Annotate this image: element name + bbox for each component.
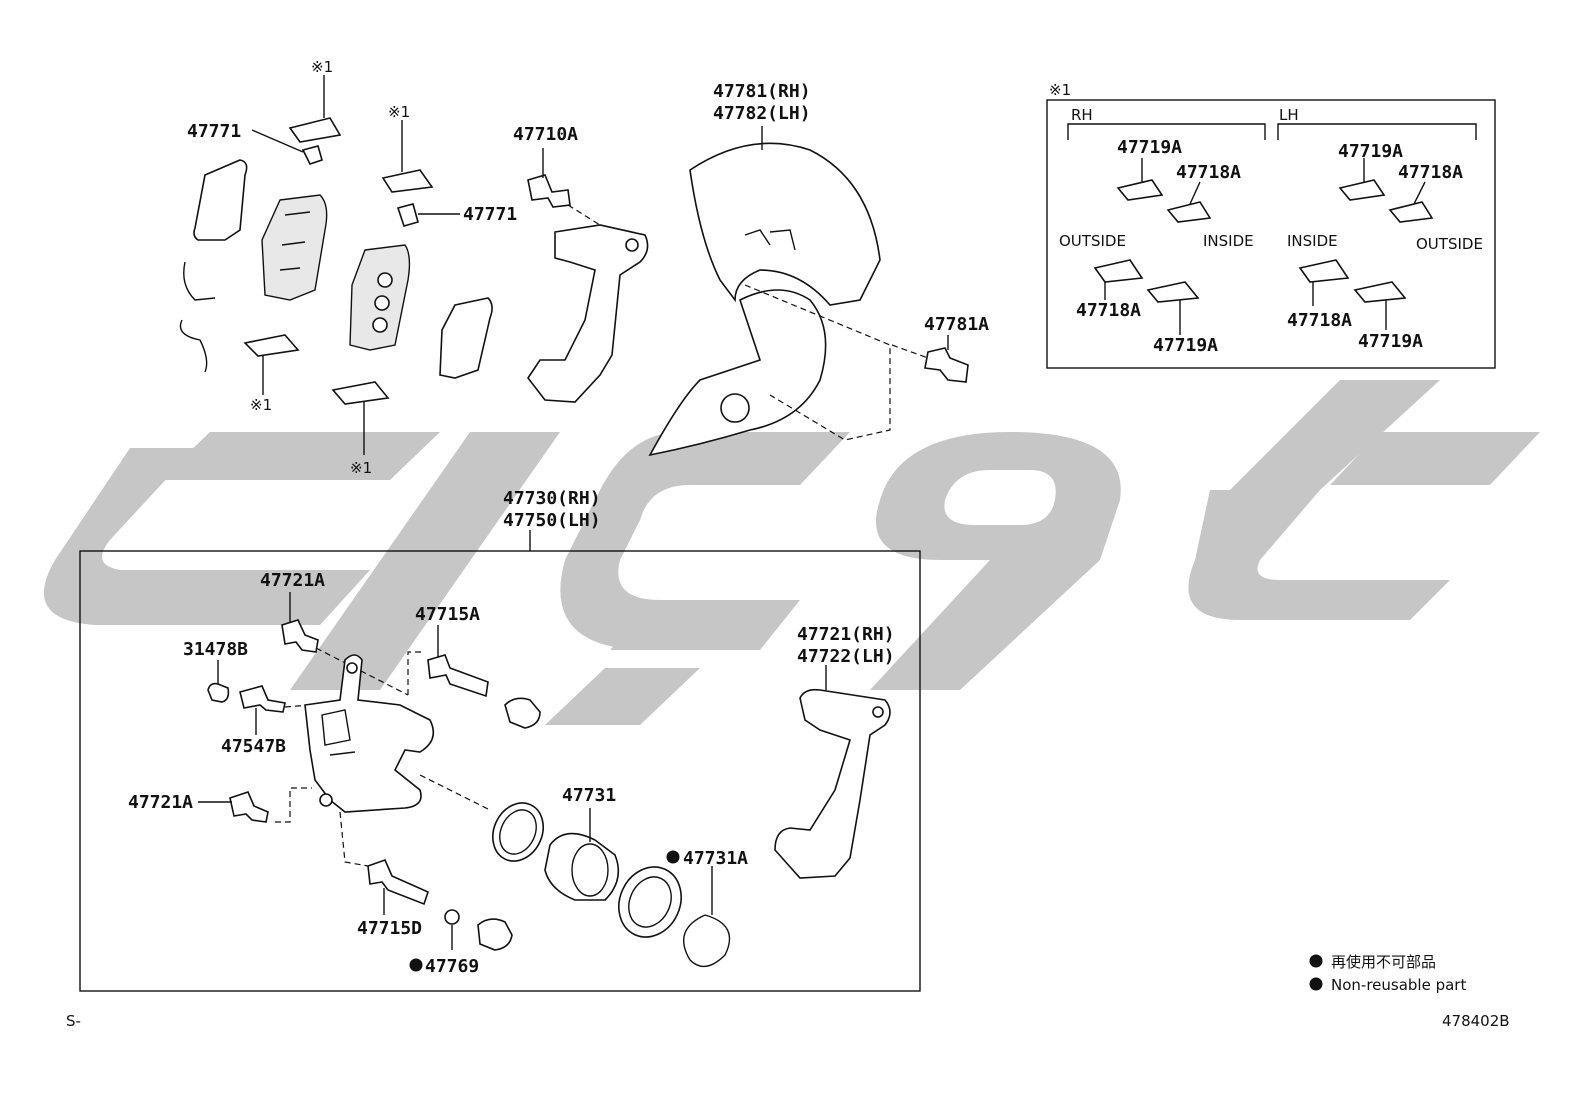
inset-lh-47718a-top: 47718A bbox=[1398, 162, 1463, 183]
legend: 再使用不可部品 Non-reusable part bbox=[1309, 953, 1466, 994]
non-reusable-dot-47769 bbox=[409, 958, 423, 972]
inset-rh-47719a-bot: 47719A bbox=[1153, 335, 1218, 356]
label-47771-a: 47771 bbox=[187, 121, 241, 142]
bolt-47721a-top bbox=[281, 619, 319, 653]
diagram-code: 478402B bbox=[1442, 1012, 1510, 1030]
label-31478b: 31478B bbox=[183, 639, 248, 660]
label-47547b: 47547B bbox=[221, 736, 286, 757]
anti-squeal-clip-4 bbox=[331, 381, 390, 405]
label-47721a-lower: 47721A bbox=[128, 792, 193, 813]
inset-rh-47718a-top: 47718A bbox=[1176, 162, 1241, 183]
inset-frame bbox=[1046, 99, 1496, 369]
label-47731a: 47731A bbox=[683, 848, 748, 869]
label-47721a-top: 47721A bbox=[260, 570, 325, 591]
label-47710a: 47710A bbox=[513, 124, 578, 145]
label-47782-lh: 47782(LH) bbox=[713, 103, 811, 124]
pin-boot-47715a bbox=[504, 697, 541, 729]
inset-rh-inside: INSIDE bbox=[1203, 232, 1254, 250]
pad-shim-inner bbox=[439, 297, 493, 379]
label-47722-lh: 47722(LH) bbox=[797, 646, 895, 667]
bleeder-plug-47547b bbox=[239, 685, 286, 713]
slide-pin-47715d bbox=[367, 858, 429, 906]
footer-left: S- bbox=[66, 1012, 81, 1030]
label-47750-lh: 47750(LH) bbox=[503, 510, 601, 531]
inset-lh: LH bbox=[1279, 106, 1299, 124]
label-47721-rh: 47721(RH) bbox=[797, 624, 895, 645]
label-47715a: 47715A bbox=[415, 604, 480, 625]
non-reusable-dot-47731a bbox=[666, 850, 680, 864]
ref-marker-2: ※1 bbox=[388, 103, 410, 121]
legend-dot-jp bbox=[1309, 954, 1323, 968]
brake-pad-outer bbox=[261, 194, 328, 301]
label-47781-rh: 47781(RH) bbox=[713, 81, 811, 102]
pad-shim-outer bbox=[193, 159, 248, 241]
label-47715d: 47715D bbox=[357, 918, 422, 939]
caliper-bracket-47721 bbox=[774, 688, 891, 879]
caliper-assembly-frame bbox=[79, 550, 921, 992]
bolt-47710a bbox=[527, 174, 571, 208]
wear-indicator-wire bbox=[179, 261, 216, 373]
disc-dust-cover-lower bbox=[648, 289, 827, 457]
ref-marker-4: ※1 bbox=[350, 459, 372, 477]
legend-dot-en bbox=[1309, 977, 1323, 991]
caliper-cylinder-body bbox=[304, 654, 435, 813]
bolt-47781a bbox=[924, 347, 969, 383]
inset-rh-47718a-bot: 47718A bbox=[1076, 300, 1141, 321]
inset-lh-outside: OUTSIDE bbox=[1416, 235, 1483, 253]
disc-dust-cover-upper bbox=[689, 142, 881, 306]
inset-rh: RH bbox=[1071, 106, 1093, 124]
bolt-47721a-lower bbox=[229, 791, 269, 823]
label-47731: 47731 bbox=[562, 785, 616, 806]
inset-clip-kit: ※1 RH LH 47719A 47718A OUTSIDE INSIDE 47… bbox=[1046, 81, 1496, 369]
label-47730-rh: 47730(RH) bbox=[503, 488, 601, 509]
inset-lh-inside: INSIDE bbox=[1287, 232, 1338, 250]
anti-squeal-clip-3 bbox=[243, 334, 300, 357]
legend-en: Non-reusable part bbox=[1331, 976, 1466, 994]
cylinder-boot bbox=[618, 866, 682, 938]
pad-support-plate-b bbox=[396, 203, 419, 227]
label-47769: 47769 bbox=[425, 956, 479, 977]
set-ring bbox=[682, 914, 731, 968]
inset-lh-47719a-bot: 47719A bbox=[1358, 331, 1423, 352]
inset-ref-marker: ※1 bbox=[1049, 81, 1071, 99]
pin-boot-47715d bbox=[477, 918, 513, 951]
label-47771-b: 47771 bbox=[463, 204, 517, 225]
watermark bbox=[43, 380, 1540, 725]
ref-marker-1: ※1 bbox=[311, 58, 333, 76]
caliper-assembly: 47730(RH) 47750(LH) 47721A 31478B 47547B… bbox=[79, 488, 921, 992]
caliper-bracket-top bbox=[527, 224, 649, 403]
inset-lh-47718a-bot: 47718A bbox=[1287, 310, 1352, 331]
slide-pin-47715a bbox=[427, 654, 489, 698]
bleeder-cap-31478b bbox=[207, 682, 230, 703]
inset-rh-outside: OUTSIDE bbox=[1059, 232, 1126, 250]
piston-seal bbox=[492, 802, 544, 862]
inset-rh-47719a-top: 47719A bbox=[1117, 137, 1182, 158]
cylinder-piston-47731 bbox=[544, 832, 620, 901]
brake-pad-group: ※1 47771 ※1 47771 ※1 ※1 bbox=[179, 58, 517, 477]
dust-cover-group: 47781(RH) 47782(LH) 47781A bbox=[648, 81, 989, 457]
pad-support-plate-a bbox=[301, 145, 323, 165]
mounting-bracket-group: 47710A bbox=[513, 124, 649, 403]
ref-marker-3: ※1 bbox=[250, 396, 272, 414]
anti-squeal-clip-1 bbox=[288, 117, 342, 143]
label-47781a: 47781A bbox=[924, 314, 989, 335]
anti-squeal-clip-2 bbox=[381, 169, 434, 193]
bushing-47769 bbox=[444, 909, 460, 925]
legend-jp: 再使用不可部品 bbox=[1331, 953, 1436, 971]
inset-lh-47719a-top: 47719A bbox=[1338, 141, 1403, 162]
